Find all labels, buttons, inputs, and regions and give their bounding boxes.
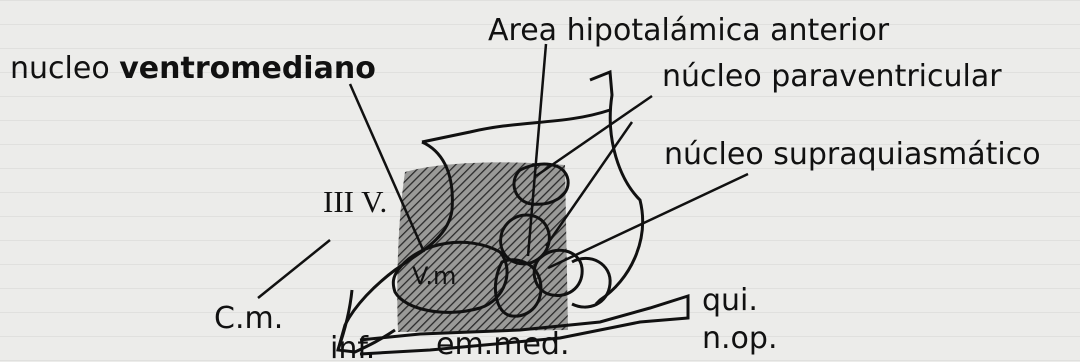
label-em-med: em.med. bbox=[436, 330, 569, 360]
label-tercer-ventriculo: III V. bbox=[323, 186, 387, 217]
label-nucleo-ventromediano-bold: ventromediano bbox=[119, 51, 376, 86]
label-inf: inf. bbox=[330, 334, 375, 362]
label-cm: C.m. bbox=[214, 304, 283, 334]
leader-supraquiasmatico bbox=[548, 174, 748, 268]
label-n-op: n.op. bbox=[702, 324, 777, 354]
leader-cm bbox=[258, 240, 330, 298]
label-vm: V.m bbox=[412, 264, 456, 288]
leader-ventromediano bbox=[350, 84, 424, 252]
chiasm-right-lobe bbox=[572, 258, 610, 307]
label-nucleo-ventromediano-prefix: nucleo bbox=[10, 51, 119, 86]
label-nucleo-supraquiasmatico: núcleo supraquiasmático bbox=[664, 140, 1041, 170]
label-nucleo-ventromediano: nucleo ventromediano bbox=[10, 54, 376, 84]
label-nucleo-paraventricular: núcleo paraventricular bbox=[662, 62, 1002, 92]
upper-wall-line bbox=[422, 110, 610, 142]
label-area-hipotalamica-anterior: Area hipotalámica anterior bbox=[488, 16, 889, 46]
label-qui: qui. bbox=[702, 286, 758, 316]
leader-paraventricular bbox=[536, 96, 652, 176]
